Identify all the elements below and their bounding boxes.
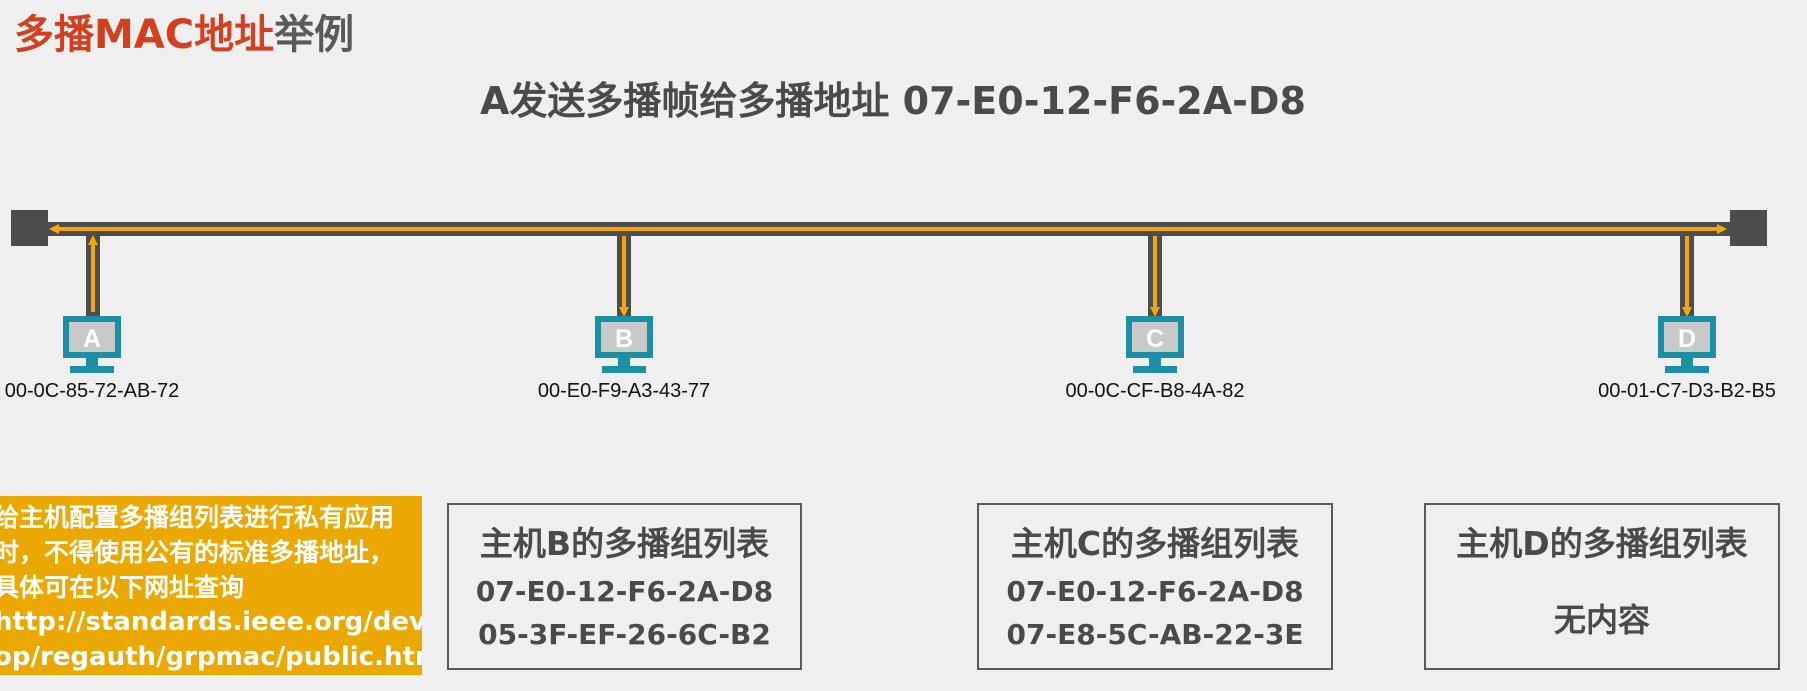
host-c-group-list: 主机C的多播组列表 07-E0-12-F6-2A-D8 07-E8-5C-AB-… (977, 503, 1333, 670)
note-line: 具体可在以下网址查询 (0, 573, 245, 602)
group-list-title: 主机C的多播组列表 (1010, 524, 1300, 563)
host-letter: B (615, 325, 633, 353)
group-list-entry: 07-E0-12-F6-2A-D8 (475, 575, 774, 608)
host-c-mac: 00-0C-CF-B8-4A-82 (1065, 380, 1245, 402)
computer-icon: B (595, 316, 653, 373)
drop-line-d (1680, 234, 1694, 317)
drop-line-c (1148, 234, 1162, 317)
drop-line-a (86, 234, 100, 316)
slide-title-highlight: 多播MAC地址 (14, 12, 275, 58)
bus-terminator-left (11, 210, 48, 246)
host-d-mac: 00-01-C7-D3-B2-B5 (1598, 380, 1776, 402)
slide-subtitle: A发送多播帧给多播地址 07-E0-12-F6-2A-D8 (480, 79, 1306, 123)
computer-icon: C (1126, 316, 1184, 373)
slide-title: 多播MAC地址举例 (14, 2, 354, 60)
slide-title-rest: 举例 (274, 12, 355, 58)
bus-terminator-right (1730, 210, 1767, 246)
computer-icon: A (63, 316, 121, 373)
drop-line-b (617, 234, 631, 317)
host-b-group-list: 主机B的多播组列表 07-E0-12-F6-2A-D8 05-3F-EF-26-… (447, 503, 802, 670)
group-list-empty: 无内容 (1553, 601, 1650, 639)
host-letter: A (83, 325, 101, 353)
group-list-entry: 05-3F-EF-26-6C-B2 (478, 618, 771, 651)
host-a-mac: 00-0C-85-72-AB-72 (4, 380, 180, 402)
computer-icon: D (1658, 316, 1716, 373)
private-multicast-note: 给主机配置多播组列表进行私有应用 时，不得使用公有的标准多播地址， 具体可在以下… (0, 496, 422, 675)
host-letter: D (1678, 325, 1696, 353)
group-list-entry: 07-E0-12-F6-2A-D8 (1006, 575, 1304, 608)
group-list-title: 主机B的多播组列表 (479, 524, 770, 563)
note-line: 给主机配置多播组列表进行私有应用 (0, 503, 395, 532)
host-d-group-list: 主机D的多播组列表 无内容 (1424, 503, 1780, 670)
host-b-mac: 00-E0-F9-A3-43-77 (537, 380, 711, 402)
group-list-entry: 07-E8-5C-AB-22-3E (1006, 618, 1304, 651)
bus-diagram: A B C D (11, 210, 1767, 373)
group-list-title: 主机D的多播组列表 (1456, 524, 1748, 563)
note-line: 时，不得使用公有的标准多播地址， (0, 538, 395, 567)
host-letter: C (1146, 325, 1164, 353)
note-url-line: op/regauth/grpmac/public.html (0, 642, 422, 672)
note-url-line: http://standards.ieee.org/devel (0, 607, 422, 637)
